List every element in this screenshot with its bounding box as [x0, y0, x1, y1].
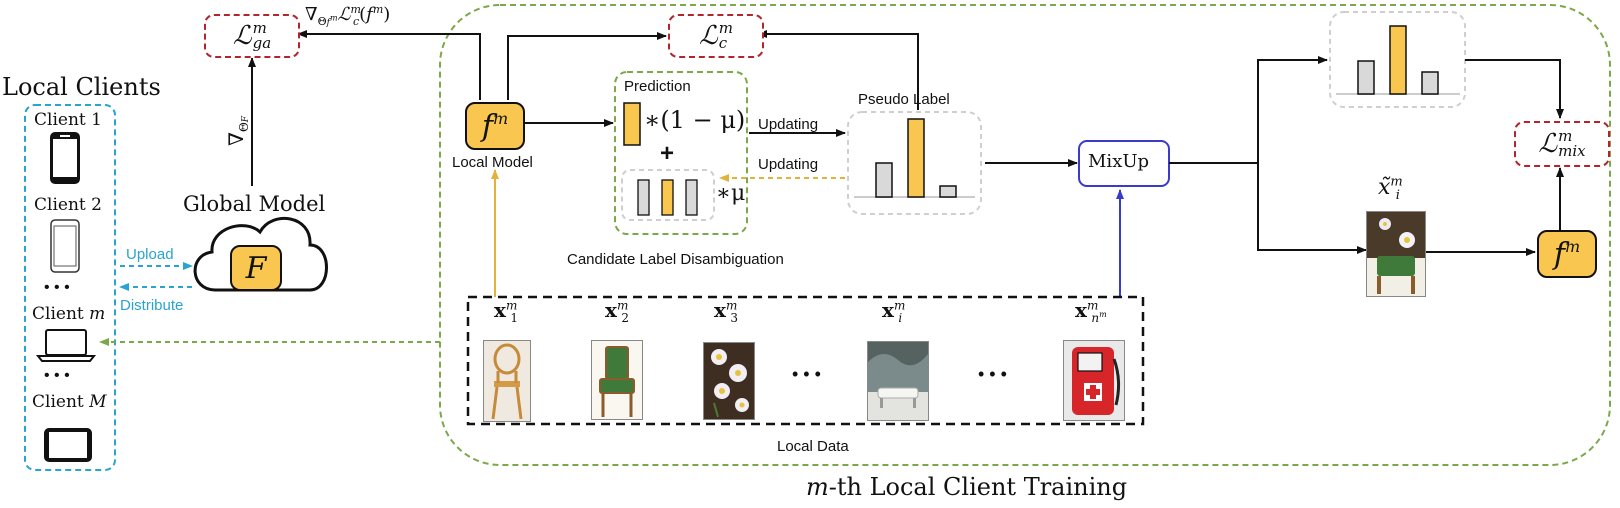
client-2-label: Client 2: [34, 195, 102, 215]
clients-ellipsis-1: • • •: [44, 279, 70, 296]
client-1-label: Client 1: [34, 110, 102, 130]
global-model-label: Global Model: [183, 192, 326, 216]
clients-ellipsis-2: • • •: [44, 367, 70, 384]
mixed-sample-image: [1366, 211, 1426, 297]
data-label-i: xmi: [882, 298, 906, 325]
updating-label-1: Updating: [758, 116, 819, 133]
local-clients-panel: [24, 104, 116, 471]
prediction-panel: [614, 71, 748, 235]
prediction-title: Prediction: [624, 78, 691, 95]
global-model-box: F: [230, 245, 282, 291]
updating-label-2: Updating: [758, 156, 819, 173]
prediction-bar: [623, 102, 641, 146]
local-model-label: Local Model: [452, 154, 533, 171]
data-label-2: xm2: [605, 298, 629, 325]
mixed-sample-label: x̃mi: [1378, 174, 1403, 204]
client-M-label: Client M: [32, 392, 107, 412]
training-title: m-th Local Client Training: [806, 473, 1128, 501]
tablet-icon: [44, 428, 92, 462]
image-green-chair: [591, 340, 643, 420]
local-data-caption: Local Data: [777, 438, 849, 455]
loss-c-symbol: ℒ: [699, 21, 718, 51]
phone-outline-icon: [50, 219, 80, 273]
data-label-1: xm1: [494, 298, 518, 325]
image-red-first-aid-bag: [1063, 340, 1125, 421]
prediction-factor-mu: ∗μ: [716, 181, 746, 206]
loss-mix-symbol: ℒ: [1538, 129, 1558, 159]
data-label-3: xm3: [714, 298, 738, 325]
local-data-panel: [466, 295, 1145, 426]
prediction-factor: ∗(1 − μ): [644, 106, 746, 134]
data-ellipsis-1: • • •: [792, 364, 821, 384]
local-gradient-label: ∇Θfmℒmc(fm): [305, 3, 391, 28]
upload-label: Upload: [126, 246, 174, 263]
global-model-symbol: F: [245, 250, 267, 286]
prediction-plus: +: [660, 140, 675, 167]
client-m-label: Client m: [32, 304, 106, 324]
laptop-icon: [35, 329, 97, 362]
mixup-label: MixUp: [1088, 151, 1150, 172]
global-gradient-label: ∇ΘF: [224, 115, 251, 146]
distribute-label: Distribute: [120, 297, 184, 314]
data-label-n: xmnm: [1075, 298, 1107, 325]
loss-ga-symbol: ℒ: [232, 21, 252, 51]
pseudo-label-title: Pseudo Label: [858, 91, 950, 108]
phone-icon: [50, 132, 80, 184]
data-ellipsis-2: • • •: [978, 364, 1007, 384]
image-daisy-flowers: [703, 342, 755, 420]
local-clients-title: Local Clients: [2, 73, 161, 101]
image-snowy-bench: [867, 341, 929, 421]
image-bentwood-chair: [483, 340, 531, 422]
candidate-disambiguation-caption: Candidate Label Disambiguation: [567, 251, 784, 268]
local-training-region: [439, 4, 1611, 466]
